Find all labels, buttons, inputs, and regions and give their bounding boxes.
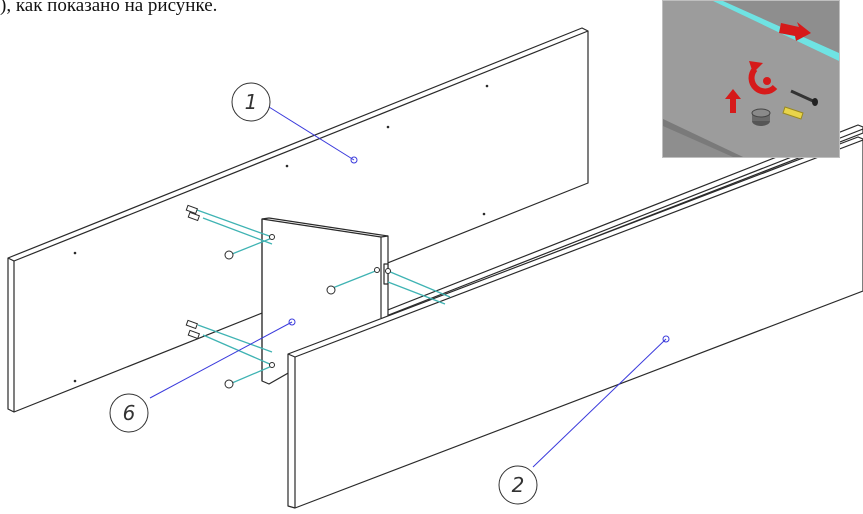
callout-6: 6 [109, 393, 149, 433]
dowel-lines [196, 209, 451, 384]
fasteners [185, 204, 391, 389]
instruction-caption: ), как показано на рисунке. [0, 0, 218, 16]
panel-2 [287, 136, 863, 509]
callout-2-label: 2 [512, 473, 525, 497]
callout-leaders [149, 106, 670, 468]
callout-1: 1 [231, 82, 271, 122]
callout-1-label: 1 [245, 90, 258, 114]
panel-1 [7, 27, 589, 413]
callout-6-label: 6 [123, 401, 136, 425]
cam-lock-assembly-icon [663, 1, 839, 157]
callout-2: 2 [498, 465, 538, 505]
cam-lock-detail-inset [662, 0, 840, 158]
